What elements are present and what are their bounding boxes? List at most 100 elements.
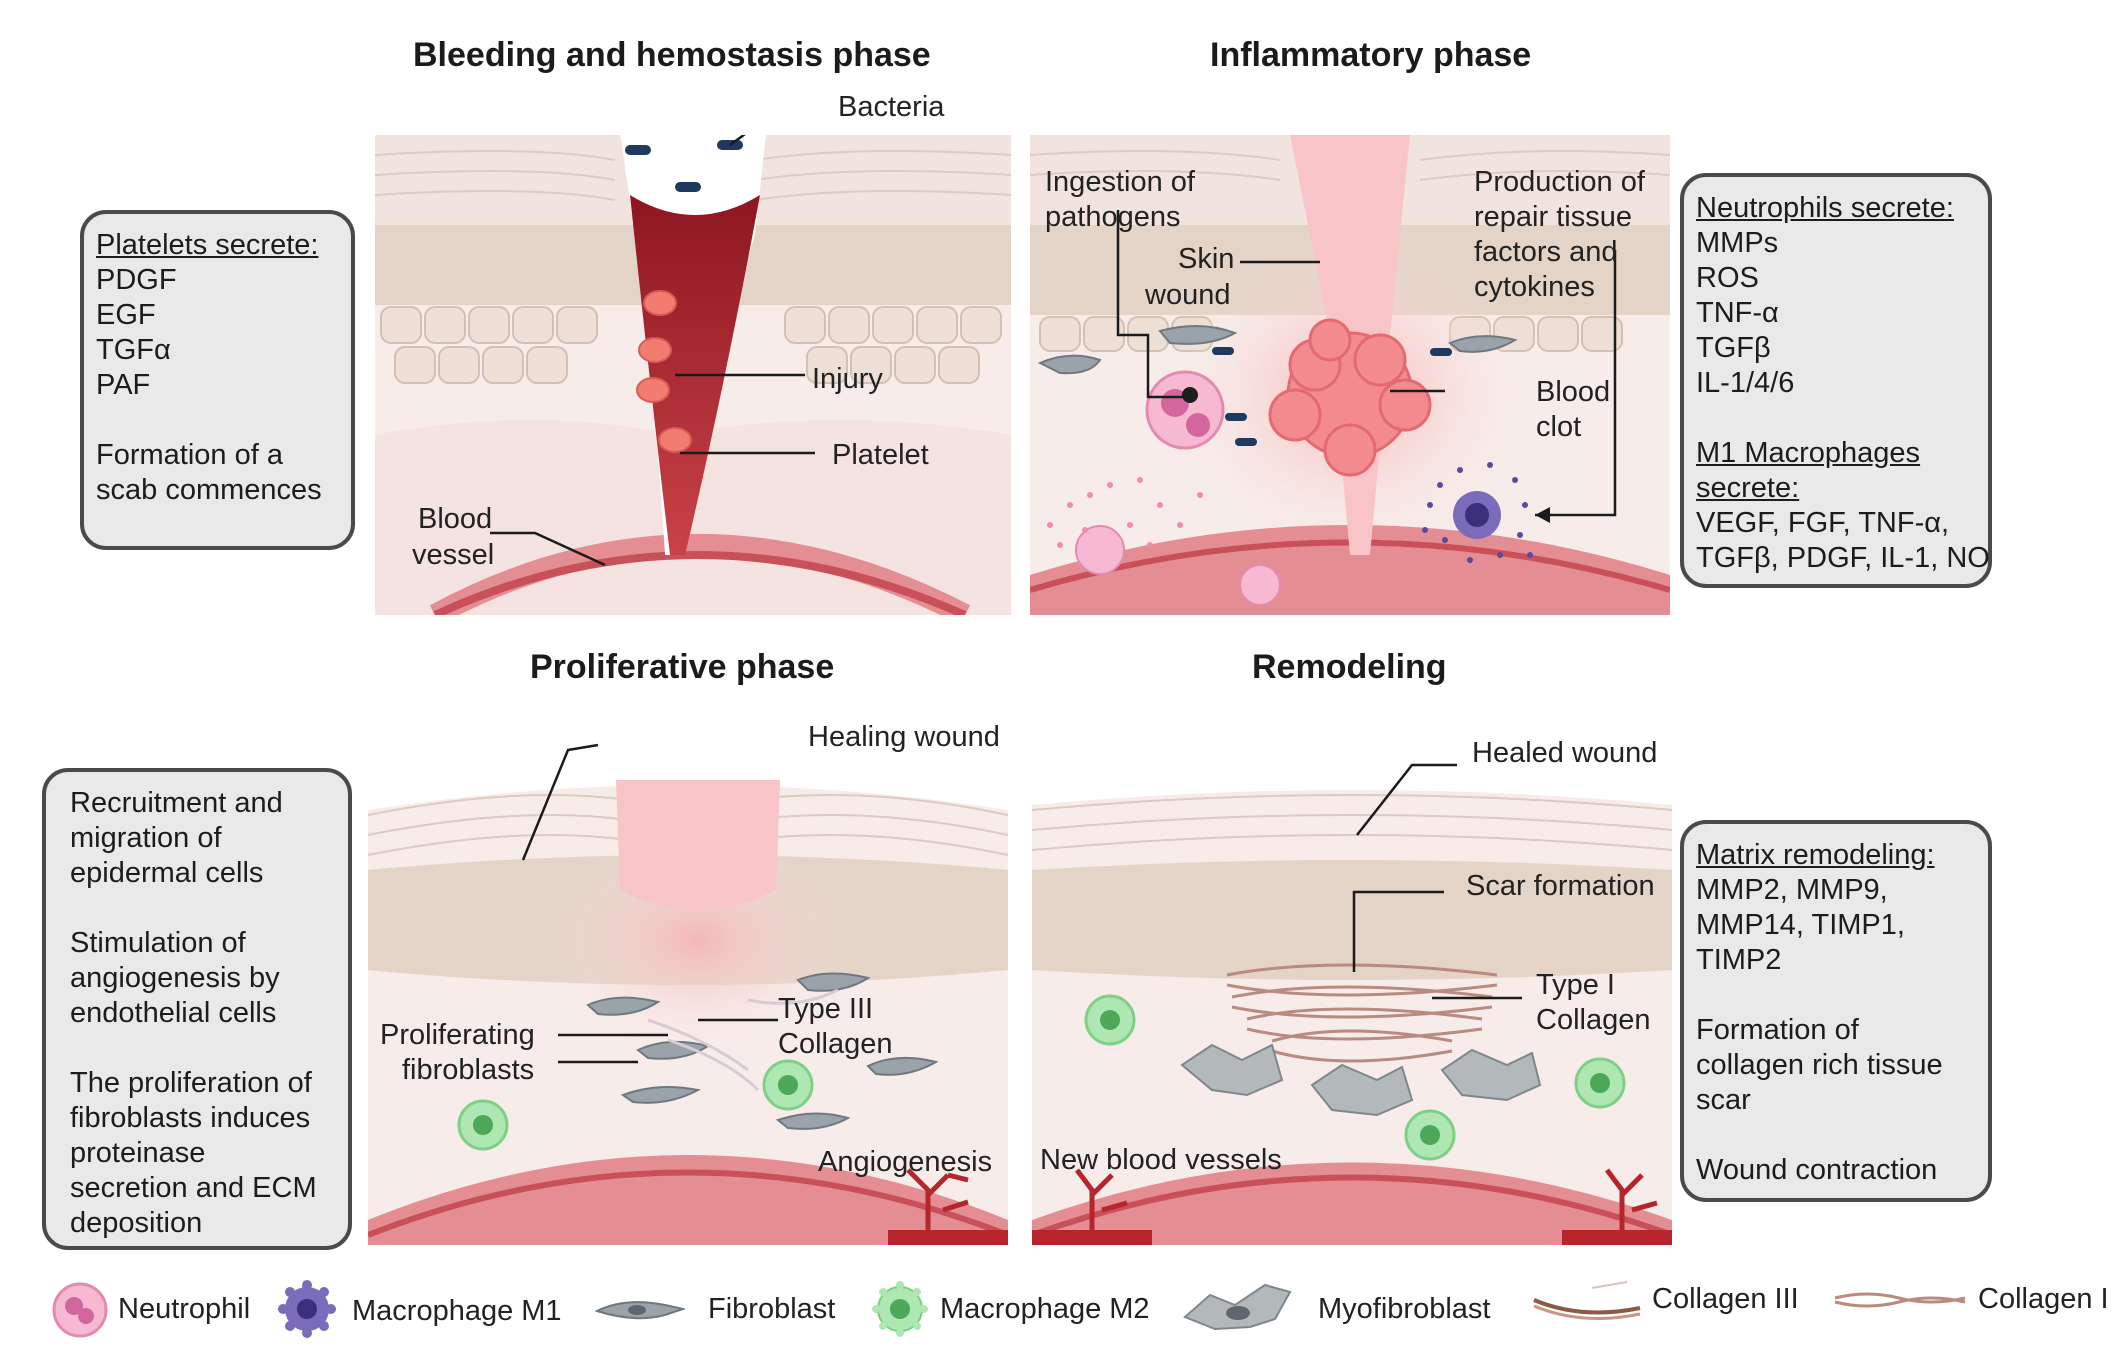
label-injury: Injury: [812, 363, 883, 395]
macrophage-m1-icon: [278, 1280, 336, 1338]
platelets-line: PDGF: [96, 264, 177, 296]
label-production-1: Production of: [1474, 166, 1645, 198]
label-proliferating-fibroblasts-1: Proliferating: [380, 1019, 535, 1051]
label-production-2: repair tissue: [1474, 201, 1632, 233]
neutrophil-cell: [1145, 370, 1225, 450]
label-blood-clot-1: Blood: [1536, 376, 1611, 408]
remodeling-panel: [1032, 745, 1672, 1245]
matrix-remodeling-heading: Matrix remodeling:: [1696, 839, 1935, 871]
platelets-line: EGF: [96, 299, 156, 331]
proliferative-line: endothelial cells: [70, 997, 277, 1029]
platelets-line: PAF: [96, 369, 151, 401]
legend-neutrophil: Neutrophil: [118, 1293, 251, 1325]
proliferative-line: migration of: [70, 822, 222, 854]
label-blood-vessel-1: Blood: [418, 503, 493, 535]
label-blood-clot-2: clot: [1536, 411, 1582, 443]
remodeling-line: Formation of: [1696, 1014, 1859, 1046]
label-new-blood-vessels: New blood vessels: [1040, 1144, 1282, 1176]
label-blood-vessel-2: vessel: [412, 539, 495, 571]
label-proliferating-fibroblasts-2: fibroblasts: [402, 1054, 535, 1086]
neutrophils-line: TNF-α: [1696, 297, 1779, 329]
label-platelet: Platelet: [832, 439, 929, 471]
label-skin-wound-2: wound: [1145, 279, 1231, 311]
title-bleeding-phase: Bleeding and hemostasis phase: [413, 36, 931, 74]
matrix-remodeling-box: Matrix remodeling: MMP2, MMP9, MMP14, TI…: [1680, 820, 1992, 1202]
bleeding-panel: [375, 135, 1011, 615]
label-ingestion-1: Ingestion of: [1045, 166, 1195, 198]
myofibroblast-icon: [1183, 1283, 1292, 1331]
legend-macrophage-m1: Macrophage M1: [352, 1295, 562, 1327]
label-scar-formation: Scar formation: [1466, 870, 1655, 902]
remodeling-line: MMP14, TIMP1,: [1696, 909, 1905, 941]
title-inflammatory-phase: Inflammatory phase: [1210, 36, 1532, 74]
platelet-cells: [636, 290, 692, 453]
myofibroblast-cells: [1180, 1043, 1542, 1117]
fibroblast-icon: [595, 1301, 685, 1320]
proliferative-line: secretion and ECM: [70, 1172, 317, 1204]
label-angiogenesis: Angiogenesis: [818, 1146, 993, 1178]
label-type1-collagen-2: Collagen: [1536, 1004, 1651, 1036]
remodeling-line: Wound contraction: [1696, 1154, 1938, 1186]
m1-macrophages-line: VEGF, FGF, TNF-α,: [1696, 507, 1950, 539]
proliferative-line: deposition: [70, 1207, 203, 1239]
platelets-line: TGFα: [96, 334, 171, 366]
label-healed-wound: Healed wound: [1472, 737, 1658, 769]
proliferative-line: epidermal cells: [70, 857, 264, 889]
remodeling-illustration: [1032, 745, 1672, 1245]
neutrophil-icon: [52, 1282, 108, 1338]
proliferative-line: Stimulation of: [70, 927, 246, 959]
label-production-4: cytokines: [1474, 271, 1595, 303]
neutrophils-line: MMPs: [1696, 227, 1779, 259]
blood-clot: [1268, 318, 1432, 477]
legend: Neutrophil Macrophage M1 Fibroblast Macr…: [0, 1255, 2117, 1355]
label-type1-collagen-1: Type I: [1536, 969, 1615, 1001]
label-skin-wound-1: Skin: [1178, 243, 1235, 275]
proliferative-line: The proliferation of: [70, 1067, 312, 1099]
neutrophils-line: ROS: [1696, 262, 1759, 294]
remodeling-line: collagen rich tissue: [1696, 1049, 1943, 1081]
legend-myofibroblast: Myofibroblast: [1318, 1293, 1491, 1325]
proliferative-panel: [368, 740, 1008, 1245]
legend-fibroblast: Fibroblast: [708, 1293, 836, 1325]
label-bacteria: Bacteria: [838, 91, 945, 123]
label-production-3: factors and: [1474, 236, 1618, 268]
platelets-note: Formation of a: [96, 439, 283, 471]
inflammatory-panel: [1030, 135, 1670, 615]
platelets-note: scab commences: [96, 474, 322, 506]
label-type3-collagen-2: Collagen: [778, 1028, 893, 1060]
remodeling-line: MMP2, MMP9,: [1696, 874, 1888, 906]
label-healing-wound: Healing wound: [808, 721, 1000, 753]
proliferative-line: fibroblasts induces: [70, 1102, 311, 1134]
collagen3-icon: [1533, 1281, 1641, 1320]
neutrophils-secrete-box: Neutrophils secrete: MMPs ROS TNF-α TGFβ…: [1680, 173, 1992, 588]
collagen1-icon: [1834, 1292, 1966, 1308]
m1-macrophages-heading-2: secrete:: [1696, 472, 1800, 504]
macrophage-m2-cells: [1084, 994, 1626, 1161]
platelets-heading: Platelets secrete:: [96, 229, 319, 261]
label-ingestion-2: pathogens: [1045, 201, 1181, 233]
m1-macrophages-line: TGFβ, PDGF, IL-1, NO: [1696, 542, 1990, 574]
neutrophils-heading: Neutrophils secrete:: [1696, 192, 1954, 224]
proliferative-illustration: [368, 740, 1008, 1245]
remodeling-line: scar: [1696, 1084, 1751, 1116]
neutrophils-line: IL-1/4/6: [1696, 367, 1795, 399]
proliferative-line: Recruitment and: [70, 787, 283, 819]
proliferative-box: Recruitment and migration of epidermal c…: [42, 768, 352, 1250]
bleeding-illustration: [375, 135, 1011, 615]
neutrophil-small: [1075, 525, 1281, 606]
fibroblast-cells: [1037, 324, 1518, 375]
m1-macrophages-heading: M1 Macrophages: [1696, 437, 1921, 469]
proliferative-line: proteinase: [70, 1137, 206, 1169]
title-proliferative-phase: Proliferative phase: [530, 648, 835, 686]
label-type3-collagen-1: Type III: [778, 993, 874, 1025]
macrophage-m1-cell: [1422, 462, 1533, 563]
title-remodeling-phase: Remodeling: [1252, 648, 1447, 686]
fibroblast-cells: [586, 972, 939, 1130]
collagen-type1-mesh: [1226, 963, 1498, 1063]
legend-macrophage-m2: Macrophage M2: [940, 1293, 1150, 1325]
inflammatory-illustration: [1030, 135, 1670, 615]
neutrophils-line: TGFβ: [1696, 332, 1771, 364]
platelets-secrete-box: Platelets secrete: PDGF EGF TGFα PAF For…: [80, 210, 355, 550]
proliferative-line: angiogenesis by: [70, 962, 280, 994]
legend-collagen3: Collagen III: [1652, 1283, 1799, 1315]
